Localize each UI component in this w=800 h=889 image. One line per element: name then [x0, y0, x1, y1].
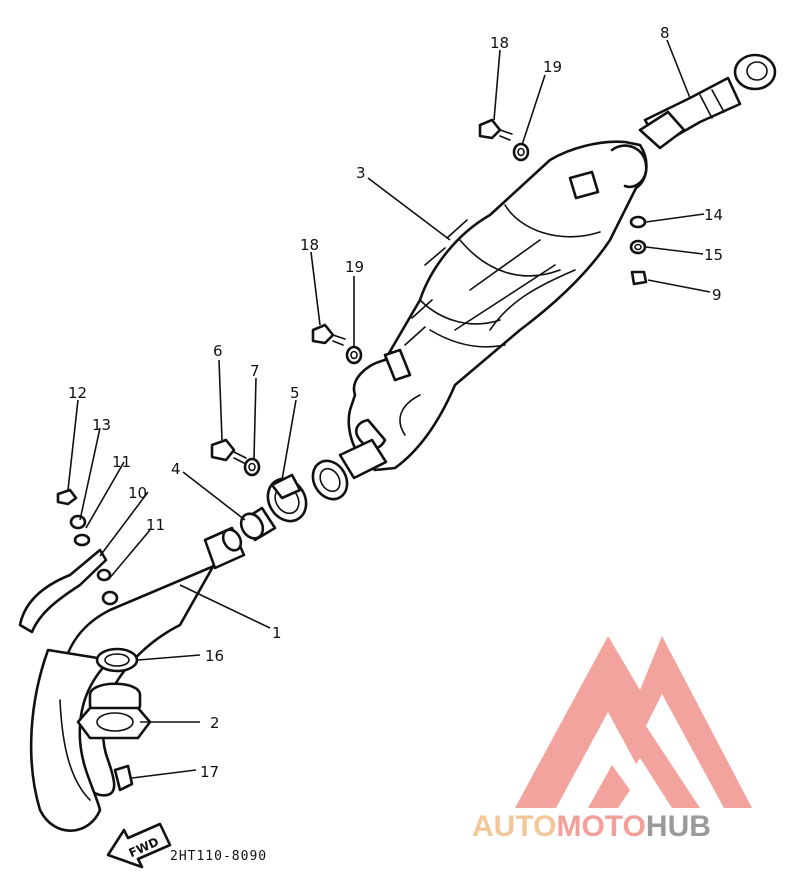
callout-18-upper: 18	[490, 34, 509, 52]
gasket-sleeve	[239, 506, 277, 542]
callout-3: 3	[356, 164, 366, 182]
callout-6: 6	[213, 342, 223, 360]
muffler-inlet-pipe	[311, 438, 388, 501]
callout-15: 15	[704, 246, 723, 264]
drawing-code: 2HT110-8090	[170, 849, 267, 864]
exhaust-pipe-part	[29, 526, 246, 832]
callout-17: 17	[200, 763, 219, 781]
watermark-moto: MOTO	[556, 810, 645, 843]
callout-7: 7	[250, 362, 260, 380]
callout-8: 8	[660, 24, 670, 42]
callout-19-upper: 19	[543, 58, 562, 76]
svg-text:AUTOMOTOHUB: AUTOMOTOHUB	[472, 810, 711, 843]
clamp-assembly	[210, 438, 308, 523]
callout-16: 16	[205, 647, 224, 665]
washer-nut-bolt-set	[629, 215, 648, 286]
bolt-lower	[311, 323, 363, 365]
leader-lines	[67, 39, 711, 779]
muffler-part	[347, 140, 648, 472]
callout-19-lower: 19	[345, 258, 364, 276]
flange-assembly	[76, 647, 152, 792]
callout-4: 4	[171, 460, 181, 478]
fwd-arrow-icon: FWD	[106, 822, 172, 869]
watermark-logo	[515, 636, 752, 808]
callout-5: 5	[290, 384, 300, 402]
callout-11-upper: 11	[112, 453, 131, 471]
watermark-auto: AUTO	[472, 810, 556, 843]
watermark-hub: HUB	[646, 810, 711, 843]
callout-11-lower: 11	[146, 516, 165, 534]
callout-1: 1	[272, 624, 282, 642]
callout-numbers: 1 2 3 4 5 6 7 8 9 10 11 11 12 13 14 15 1…	[68, 24, 723, 781]
callout-14: 14	[704, 206, 723, 224]
callout-12: 12	[68, 384, 87, 402]
bracket-assembly	[18, 488, 112, 634]
bolt-upper	[478, 118, 530, 162]
tail-pipe-part	[638, 53, 777, 150]
watermark-text: AUTOMOTOHUB	[472, 810, 711, 843]
callout-10: 10	[128, 484, 147, 502]
callout-18-lower: 18	[300, 236, 319, 254]
callout-2: 2	[210, 714, 220, 732]
callout-9: 9	[712, 286, 722, 304]
callout-13: 13	[92, 416, 111, 434]
